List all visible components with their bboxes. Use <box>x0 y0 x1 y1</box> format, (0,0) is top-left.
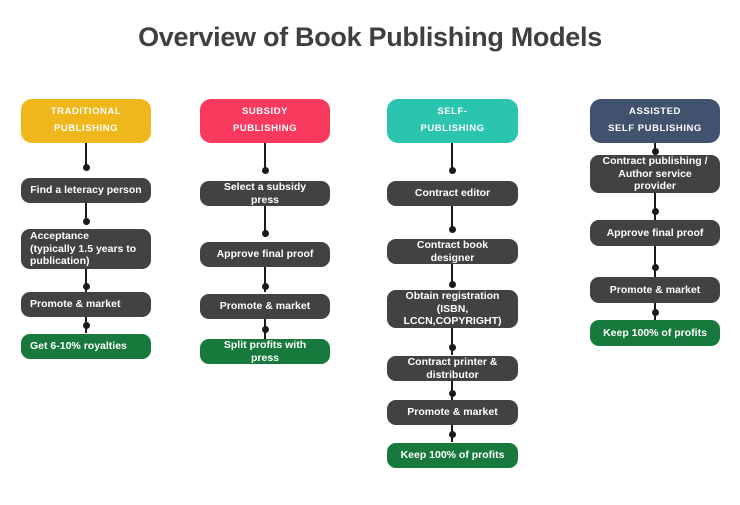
connector-dot-self-2 <box>448 226 456 233</box>
step-subsidy-2[interactable]: Promote & market <box>200 294 330 319</box>
connector-assisted-3 <box>654 246 656 277</box>
header-assisted-line1: ASSISTED <box>629 106 681 118</box>
connector-dot-assisted-1 <box>651 148 659 155</box>
step-self-3[interactable]: Contract printer & distributor <box>387 356 518 381</box>
connector-dot-assisted-2 <box>651 208 659 215</box>
step-self-2-line2: LCCN,COPYRIGHT) <box>403 315 502 328</box>
header-subsidy-line1: SUBSIDY <box>241 106 289 118</box>
connector-dot-traditional-3 <box>82 283 90 290</box>
step-traditional-1-line3: publication) <box>30 255 90 268</box>
header-assisted-line2: SELF PUBLISHING <box>608 123 702 134</box>
step-subsidy-0[interactable]: Select a subsidy press <box>200 181 330 206</box>
step-assisted-0-line1: Contract publishing / <box>602 154 708 167</box>
connector-dot-subsidy-1 <box>261 167 269 174</box>
step-assisted-0[interactable]: Contract publishing / Author service pro… <box>590 155 720 193</box>
connector-dot-traditional-2 <box>82 218 90 225</box>
connector-subsidy-1 <box>264 143 266 171</box>
step-traditional-1-line2: (typically 1.5 years to <box>30 242 137 255</box>
connector-dot-traditional-1 <box>82 164 90 171</box>
connector-self-2 <box>451 206 453 232</box>
terminal-assisted[interactable]: Keep 100% of profits <box>590 320 720 346</box>
connector-dot-assisted-3 <box>651 264 659 271</box>
connector-dot-subsidy-3 <box>261 283 269 290</box>
connector-subsidy-3 <box>264 267 266 292</box>
connector-dot-self-4 <box>448 344 456 351</box>
terminal-traditional[interactable]: Get 6-10% royalties <box>21 334 151 359</box>
header-traditional[interactable]: TRADITIONAL PUBLISHING <box>21 99 151 143</box>
connector-dot-subsidy-2 <box>261 230 269 237</box>
connector-assisted-2 <box>654 193 656 220</box>
header-subsidy[interactable]: SUBSIDY PUBLISHING <box>200 99 330 143</box>
step-traditional-0[interactable]: Find a leteracy person <box>21 178 151 203</box>
connector-self-1 <box>451 143 453 171</box>
step-assisted-2[interactable]: Promote & market <box>590 277 720 303</box>
header-traditional-line1: TRADITIONAL <box>50 106 122 118</box>
step-self-0[interactable]: Contract editor <box>387 181 518 206</box>
step-traditional-1[interactable]: Acceptance (typically 1.5 years to publi… <box>21 229 151 269</box>
step-assisted-1[interactable]: Approve final proof <box>590 220 720 246</box>
step-self-2-line1: Obtain registration (ISBN, <box>405 289 500 315</box>
connector-traditional-1 <box>85 143 87 167</box>
connector-dot-self-3 <box>448 281 456 288</box>
connector-self-3 <box>451 264 453 287</box>
connector-dot-assisted-4 <box>651 309 659 316</box>
header-assisted[interactable]: ASSISTED SELF PUBLISHING <box>590 99 720 143</box>
step-traditional-1-line1: Acceptance <box>30 229 89 242</box>
connector-traditional-2 <box>85 203 87 225</box>
header-self[interactable]: SELF- PUBLISHING <box>387 99 518 143</box>
step-self-1[interactable]: Contract book designer <box>387 239 518 264</box>
connector-dot-self-1 <box>448 167 456 174</box>
header-self-line2: PUBLISHING <box>420 123 485 134</box>
connector-traditional-3 <box>85 269 87 292</box>
connector-dot-self-6 <box>448 431 456 438</box>
header-traditional-line2: PUBLISHING <box>53 123 119 134</box>
connector-dot-self-5 <box>448 390 456 397</box>
step-self-4[interactable]: Promote & market <box>387 400 518 425</box>
step-traditional-2[interactable]: Promote & market <box>21 292 151 317</box>
connector-dot-subsidy-4 <box>261 326 269 333</box>
step-subsidy-1[interactable]: Approve final proof <box>200 242 330 267</box>
header-subsidy-line2: PUBLISHING <box>232 123 298 134</box>
step-self-2[interactable]: Obtain registration (ISBN, LCCN,COPYRIGH… <box>387 290 518 328</box>
page-title: Overview of Book Publishing Models <box>138 22 602 52</box>
connector-dot-traditional-4 <box>82 322 90 329</box>
connector-self-4 <box>451 328 453 355</box>
terminal-self[interactable]: Keep 100% of profits <box>387 443 518 468</box>
step-assisted-0-line2: Author service provider <box>618 167 692 193</box>
header-self-line1: SELF- <box>437 106 468 118</box>
connector-subsidy-2 <box>264 206 266 237</box>
terminal-subsidy[interactable]: Split profits with press <box>200 339 330 364</box>
